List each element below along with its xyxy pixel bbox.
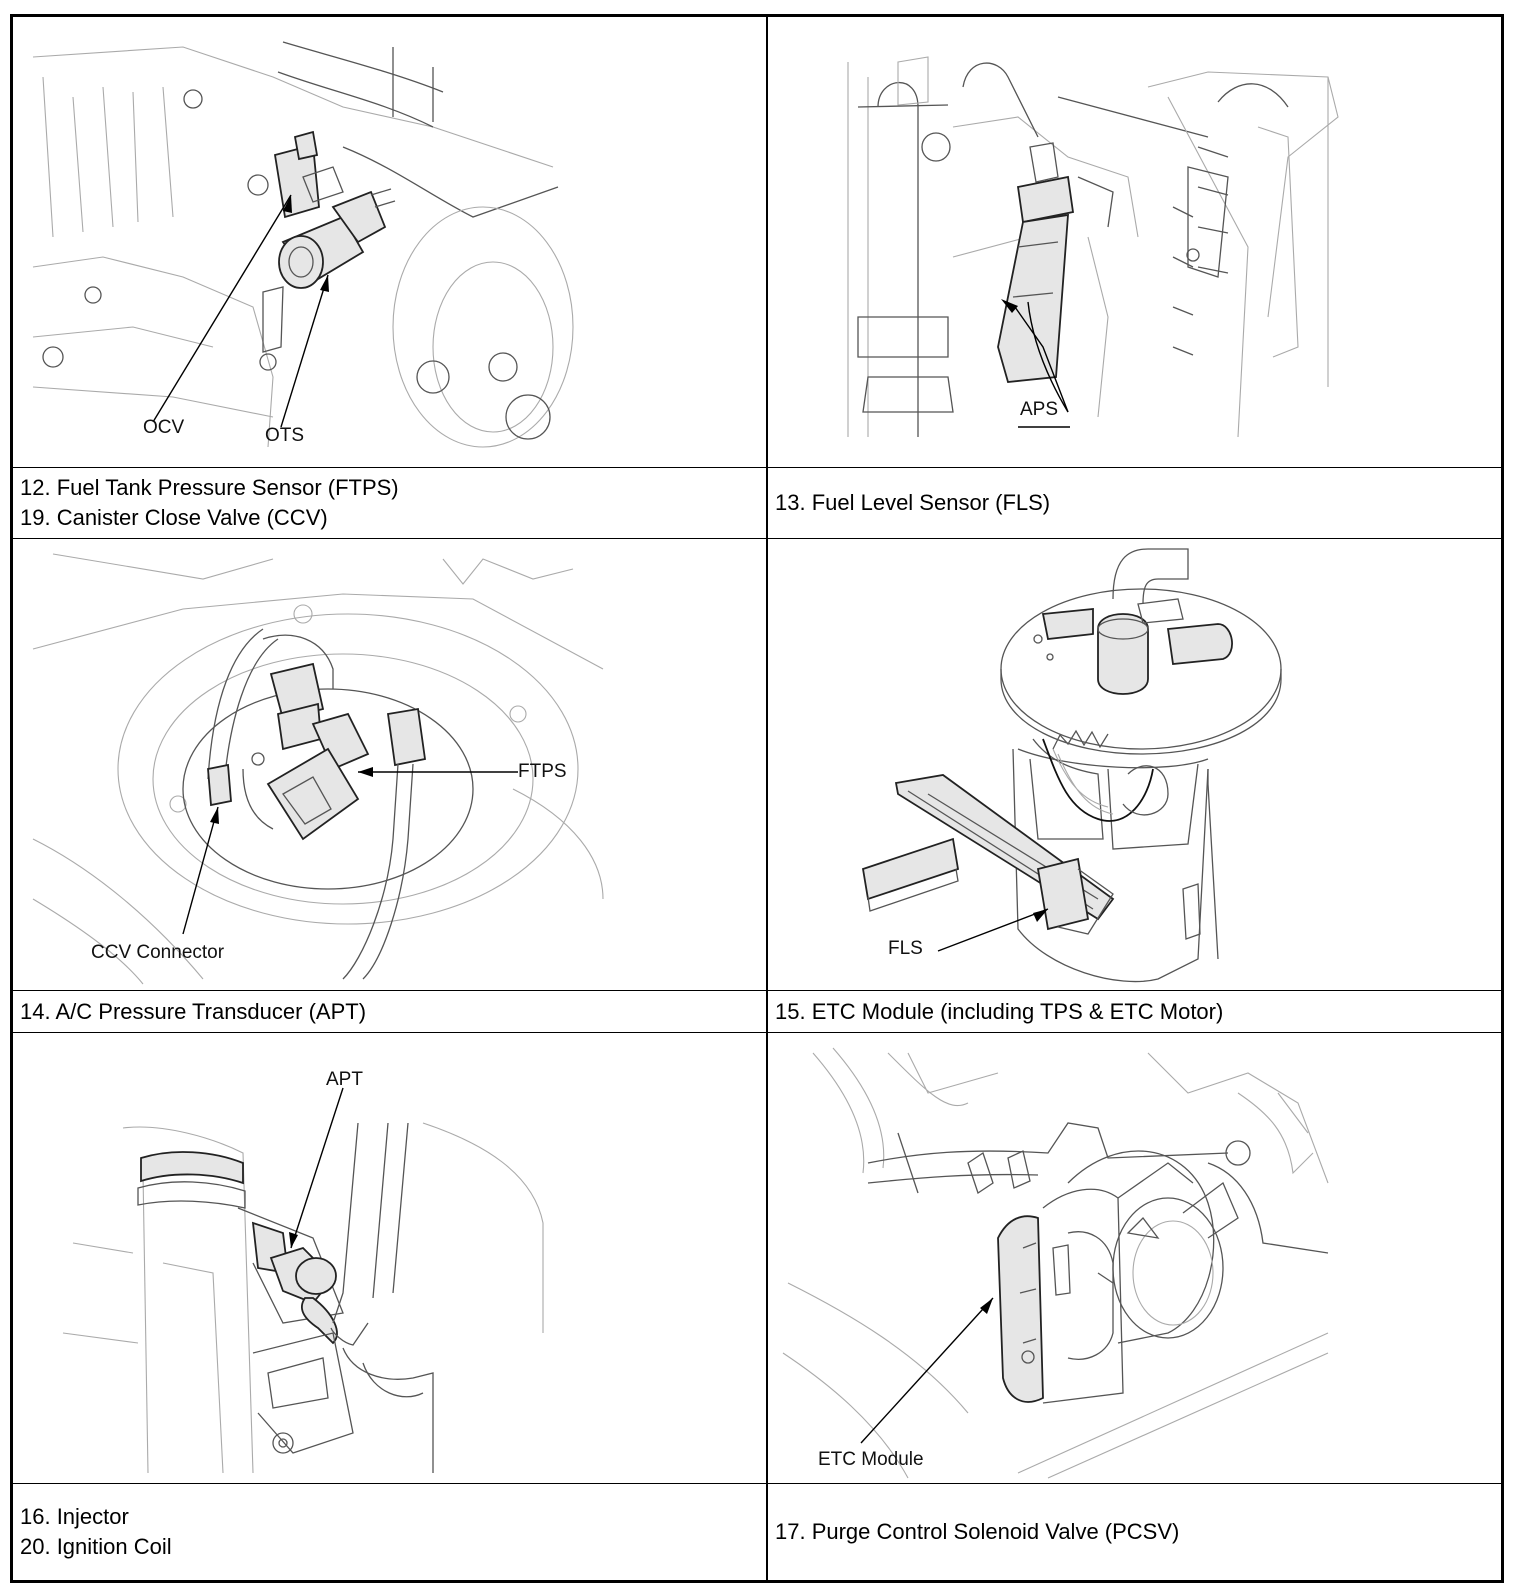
ccv-connector-label: CCV Connector xyxy=(91,942,225,963)
etc-module-label: ETC Module xyxy=(818,1449,924,1470)
caption-line: 15. ETC Module (including TPS & ETC Moto… xyxy=(775,998,1224,1024)
fls-label: FLS xyxy=(888,938,923,959)
ftps-illustration xyxy=(32,553,604,985)
caption-line: 13. Fuel Level Sensor (FLS) xyxy=(775,490,1051,515)
caption-pcsv: 17. Purge Control Solenoid Valve (PCSV) xyxy=(768,1484,1501,1580)
caption-line: 12. Fuel Tank Pressure Sensor (FTPS) xyxy=(20,475,399,500)
ots-label: OTS xyxy=(265,425,305,446)
caption-injector-coil: 16. Injector 20. Ignition Coil xyxy=(13,1484,766,1580)
caption-line: 14. A/C Pressure Transducer (APT) xyxy=(20,998,367,1024)
caption-apt: 14. A/C Pressure Transducer (APT) xyxy=(13,991,766,1032)
caption-ftps-ccv: 12. Fuel Tank Pressure Sensor (FTPS) 19.… xyxy=(13,468,766,538)
apt-illustration xyxy=(62,1087,544,1474)
caption-fls: 13. Fuel Level Sensor (FLS) xyxy=(768,468,1501,538)
figure-ocv-ots: OCV OTS xyxy=(13,17,766,467)
row-divider xyxy=(13,1032,1501,1033)
row-divider xyxy=(13,990,1501,991)
aps-illustration xyxy=(847,56,1339,438)
figure-ftps: FTPS CCV Connector xyxy=(13,539,766,990)
fls-illustration xyxy=(861,548,1282,983)
caption-etc-module: 15. ETC Module (including TPS & ETC Moto… xyxy=(768,991,1501,1032)
row-divider xyxy=(13,1483,1501,1484)
diagram-table: OCV OTS xyxy=(10,14,1504,1583)
figure-apt: APT xyxy=(13,1033,766,1483)
caption-line: 19. Canister Close Valve (CCV) xyxy=(20,505,328,530)
row-divider xyxy=(13,467,1501,468)
row-divider xyxy=(13,538,1501,539)
apt-label: APT xyxy=(326,1069,363,1090)
caption-line: 16. Injector xyxy=(20,1504,129,1529)
ocv-ots-illustration xyxy=(32,41,574,448)
figure-aps: APS xyxy=(768,17,1501,467)
figure-fls: FLS xyxy=(768,539,1501,990)
ocv-label: OCV xyxy=(143,417,185,438)
ftps-label: FTPS xyxy=(518,761,567,782)
figure-etc-module: ETC Module xyxy=(768,1033,1501,1483)
etc-module-illustration xyxy=(782,1047,1329,1479)
caption-line: 17. Purge Control Solenoid Valve (PCSV) xyxy=(775,1519,1180,1544)
column-divider xyxy=(766,17,768,1580)
caption-line: 20. Ignition Coil xyxy=(20,1534,172,1559)
aps-label: APS xyxy=(1020,399,1059,420)
